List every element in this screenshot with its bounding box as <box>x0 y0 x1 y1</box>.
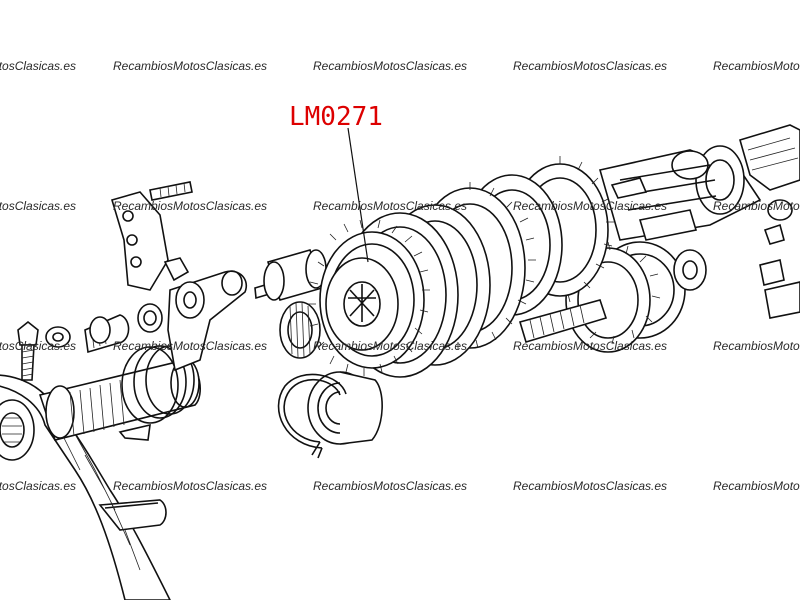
watermark: RecambiosMotosClasicas.es <box>513 479 668 493</box>
watermark: RecambiosMotosClasicas.es <box>0 479 77 493</box>
watermark: RecambiosMotosClasicas.es <box>513 199 668 213</box>
watermark: RecambiosMotosClasicas.es <box>513 339 668 353</box>
bolt-left <box>17 320 39 381</box>
gear-cluster <box>308 156 686 378</box>
washers-left <box>45 314 130 354</box>
circlip <box>277 373 347 459</box>
watermark: RecambiosMotosClasicas.es <box>713 199 800 213</box>
watermark: RecambiosMotosClasicas.es <box>713 479 800 493</box>
watermark: RecambiosMotosClasicas.es <box>0 339 77 353</box>
watermark: RecambiosMotosClasicas.es <box>313 479 468 493</box>
kickstart-shaft <box>38 345 201 441</box>
watermark: RecambiosMotosClasicas.es <box>713 59 800 73</box>
selector-arm <box>137 270 277 372</box>
part-number-label: LM0271 <box>289 102 383 132</box>
selector-bracket <box>111 181 193 291</box>
watermark: RecambiosMotosClasicas.es <box>113 479 268 493</box>
needle-bearing <box>279 301 321 359</box>
watermark: RecambiosMotosClasicas.es <box>313 339 468 353</box>
watermark: RecambiosMotosClasicas.es <box>113 339 268 353</box>
spacer-tube <box>263 249 327 301</box>
callout-leader-line <box>347 127 369 263</box>
watermark: RecambiosMotosClasicas.es <box>0 59 77 73</box>
watermark: RecambiosMotosClasicas.es <box>513 59 668 73</box>
watermark: RecambiosMotosClasicas.es <box>0 199 77 213</box>
watermark: RecambiosMotosClasicas.es <box>313 59 468 73</box>
selector-drum <box>598 124 800 319</box>
watermark: RecambiosMotosClasicas.es <box>113 199 268 213</box>
watermark: RecambiosMotosClasicas.es <box>113 59 268 73</box>
watermark: RecambiosMotosClasicas.es <box>313 199 468 213</box>
watermark: RecambiosMotosClasicas.es <box>713 339 800 353</box>
ball-bearing <box>307 371 383 445</box>
